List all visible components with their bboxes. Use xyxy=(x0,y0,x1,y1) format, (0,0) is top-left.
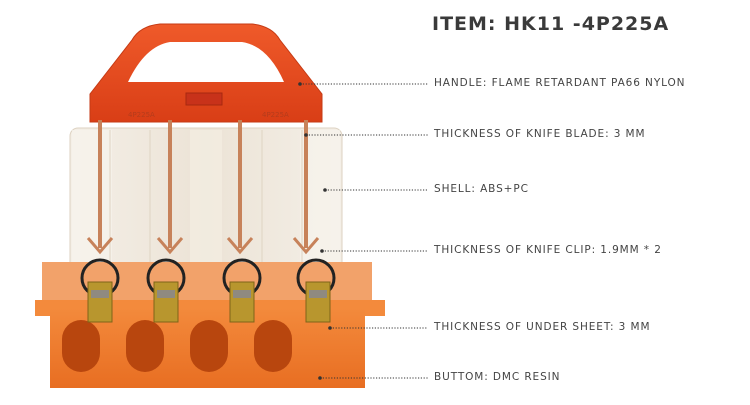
item-title: ITEM: HK11 -4P225A xyxy=(432,13,670,35)
spec-bottom: BUTTOM: DMC RESIN xyxy=(434,371,561,383)
pole-4 xyxy=(292,120,336,323)
handle-marking-right: 4P225A xyxy=(262,111,289,119)
pole-1 xyxy=(80,120,120,323)
spec-under-sheet: THICKNESS OF UNDER SHEET: 3 MM xyxy=(434,321,651,333)
spec-knife-blade: THICKNESS OF KNIFE BLADE: 3 MM xyxy=(434,128,646,140)
pole-3 xyxy=(222,120,262,323)
spec-shell: SHELL: ABS+PC xyxy=(434,183,529,195)
leader-lines xyxy=(298,82,428,380)
pole-2 xyxy=(146,120,186,323)
spec-knife-clip: THICKNESS OF KNIFE CLIP: 1.9MM * 2 xyxy=(434,244,662,256)
shell xyxy=(69,127,343,280)
handle: 4P225A 4P225A xyxy=(89,23,323,123)
handle-marking-left: 4P225A xyxy=(128,111,155,119)
spec-handle: HANDLE: FLAME RETARDANT PA66 NYLON xyxy=(434,77,686,89)
